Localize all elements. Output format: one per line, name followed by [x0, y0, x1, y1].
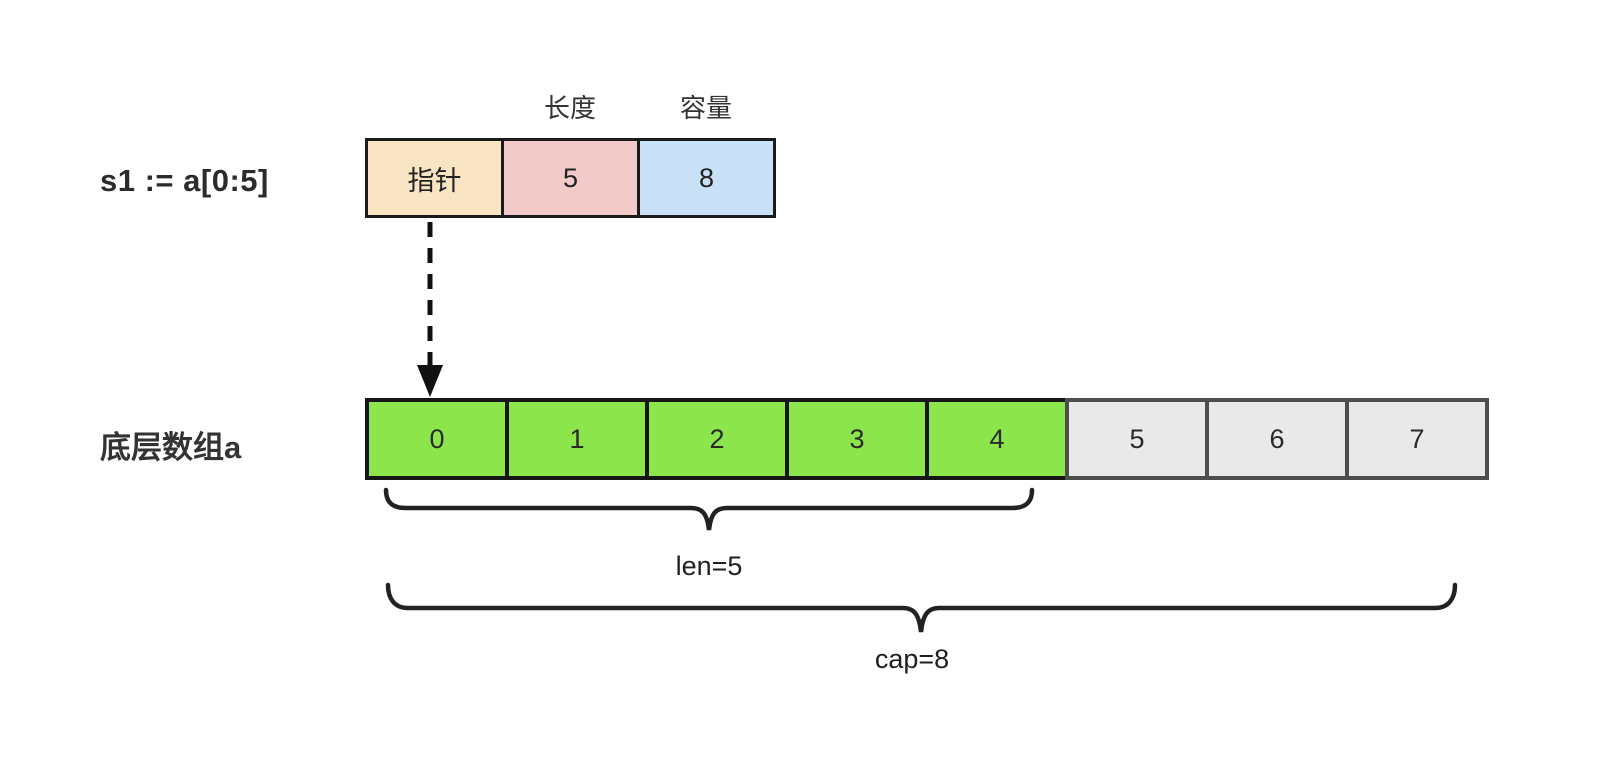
array-cell-5: 5	[1065, 398, 1209, 480]
underlying-array: 0 1 2 3 4 5 6 7	[365, 398, 1489, 480]
len-annotation: len=5	[675, 551, 743, 581]
slice-pointer-cell: 指针	[365, 138, 504, 218]
length-column-label: 长度	[543, 93, 596, 123]
array-cell-4: 4	[925, 398, 1069, 480]
array-cell-0: 0	[365, 398, 509, 480]
array-cell-3: 3	[785, 398, 929, 480]
array-cell-1: 1	[505, 398, 649, 480]
slice-capacity-cell: 8	[637, 138, 776, 218]
len-brace	[383, 487, 1035, 531]
array-cell-7: 7	[1345, 398, 1489, 480]
slice-header-struct: 指针 5 8	[365, 138, 776, 218]
capacity-column-label: 容量	[679, 93, 732, 123]
slice-expression: s1 := a[0:5]	[100, 163, 269, 198]
array-cell-6: 6	[1205, 398, 1349, 480]
pointer-arrowhead-icon	[417, 365, 443, 397]
array-cell-2: 2	[645, 398, 789, 480]
cap-annotation: cap=8	[874, 644, 950, 674]
underlying-array-label: 底层数组a	[100, 430, 242, 465]
cap-brace	[385, 582, 1458, 633]
slice-length-cell: 5	[501, 138, 640, 218]
